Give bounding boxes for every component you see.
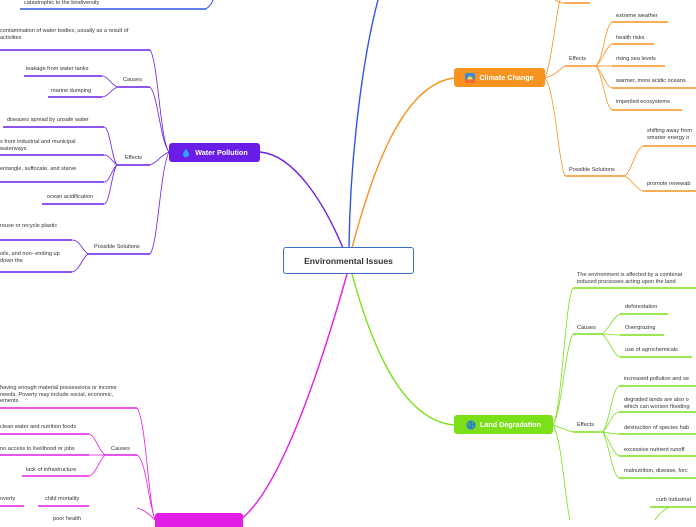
climate-change-effect-item: extreme weather <box>616 13 658 19</box>
water-pollution-title: Water Pollution <box>195 148 248 157</box>
water-pollution-definition: contamination of water bodies, usually a… <box>0 28 129 41</box>
branch-poverty[interactable] <box>155 513 243 527</box>
climate-change-effect-item: imperiled ecosystems <box>616 99 670 105</box>
water-pollution-effect-item: s from industrial and municipal waterway… <box>0 139 76 152</box>
climate-change-effect-item: rising sea levels <box>616 56 656 62</box>
climate-change-effect-item: health risks <box>616 35 645 41</box>
poverty-causes-label: Causes <box>111 446 130 452</box>
water-pollution-solution-item: oils, and non- ending up down the <box>0 251 60 264</box>
poverty-cause-item: lack of infrastructure <box>26 467 77 473</box>
poverty-effect-item: poor health <box>53 516 81 522</box>
water-pollution-effect-item: entangle, suffocate, and starve <box>0 166 77 172</box>
water-drop-icon <box>183 148 190 157</box>
water-pollution-effects-label: Effects <box>125 155 142 161</box>
poverty-definition: having enough material possessions or in… <box>0 385 117 405</box>
poverty-effect-item: overty <box>0 496 16 502</box>
central-topic[interactable]: Environmental Issues <box>283 247 414 274</box>
land-degradation-effect-item: malnutrition, disease, forc <box>624 468 688 474</box>
poverty-cause-item: no access to livelihood or jobs <box>0 446 75 452</box>
globe-icon <box>466 419 476 430</box>
climate-change-effects-label: Effects <box>569 56 586 62</box>
land-degradation-effect-item: destruction of species hab <box>624 425 689 431</box>
water-pollution-cause-item: marine dumping <box>51 88 92 94</box>
land-degradation-solution-item: curb industrial <box>656 497 691 503</box>
connector-central-climate-change <box>351 77 455 249</box>
land-degradation-cause-item: Overgrazing <box>625 325 656 331</box>
sunset-icon <box>465 72 476 83</box>
land-degradation-causes-label: Causes <box>577 325 596 331</box>
water-pollution-cause-item: leakage from water tanks <box>26 66 89 72</box>
land-degradation-effects-label: Effects <box>577 422 594 428</box>
connector-central-water-pollution <box>259 151 344 249</box>
water-pollution-effect-item: diseases spread by unsafe water <box>7 117 89 123</box>
climate-change-effect-item: warmer, more acidic oceans <box>616 78 686 84</box>
land-degradation-cause-item: deforestation <box>625 304 658 310</box>
connector-biodiversity-tail-curve <box>205 0 214 10</box>
climate-change-solution-item: promote renewab <box>647 181 691 187</box>
land-degradation-effect-item: increased pollution and se <box>624 376 689 382</box>
connector-central-land-degradation <box>351 273 455 426</box>
water-pollution-solutions-label: Possible Solutions <box>94 244 140 250</box>
branch-land-degradation[interactable]: Land Degradation <box>454 415 553 434</box>
land-degradation-title: Land Degradation <box>479 420 542 429</box>
land-degradation-cause-item: use of agrochemicals <box>625 347 678 353</box>
water-pollution-causes-label: Causes <box>123 77 142 83</box>
land-degradation-effect-item: degraded lands are also o which can wors… <box>624 397 690 410</box>
poverty-effect-item: child mortality <box>45 496 80 502</box>
climate-change-solution-item: shifting away from smarter energy o <box>647 128 693 141</box>
biodiversity-tail-label: catastrophic to the biodiversity <box>24 0 100 6</box>
water-pollution-solution-item: reuse or recycle plastic <box>0 223 58 229</box>
poverty-cause-item: clean water and nutrition foods <box>0 424 77 430</box>
branch-climate-change[interactable]: Climate Change <box>454 68 545 87</box>
land-degradation-definition: The environment is affected by a combina… <box>577 272 683 285</box>
connector-central-poverty <box>239 273 348 520</box>
central-topic-label: Environmental Issues <box>304 255 393 266</box>
branch-water-pollution[interactable]: Water Pollution <box>169 143 260 162</box>
climate-change-title: Climate Change <box>479 73 534 82</box>
land-degradation-effect-item: excessive nutrient runoff <box>624 447 685 453</box>
climate-change-solutions-label: Possible Solutions <box>569 167 615 173</box>
water-pollution-effect-item: ocean acidification <box>47 194 94 200</box>
connector-central-biodiversity <box>348 0 379 248</box>
